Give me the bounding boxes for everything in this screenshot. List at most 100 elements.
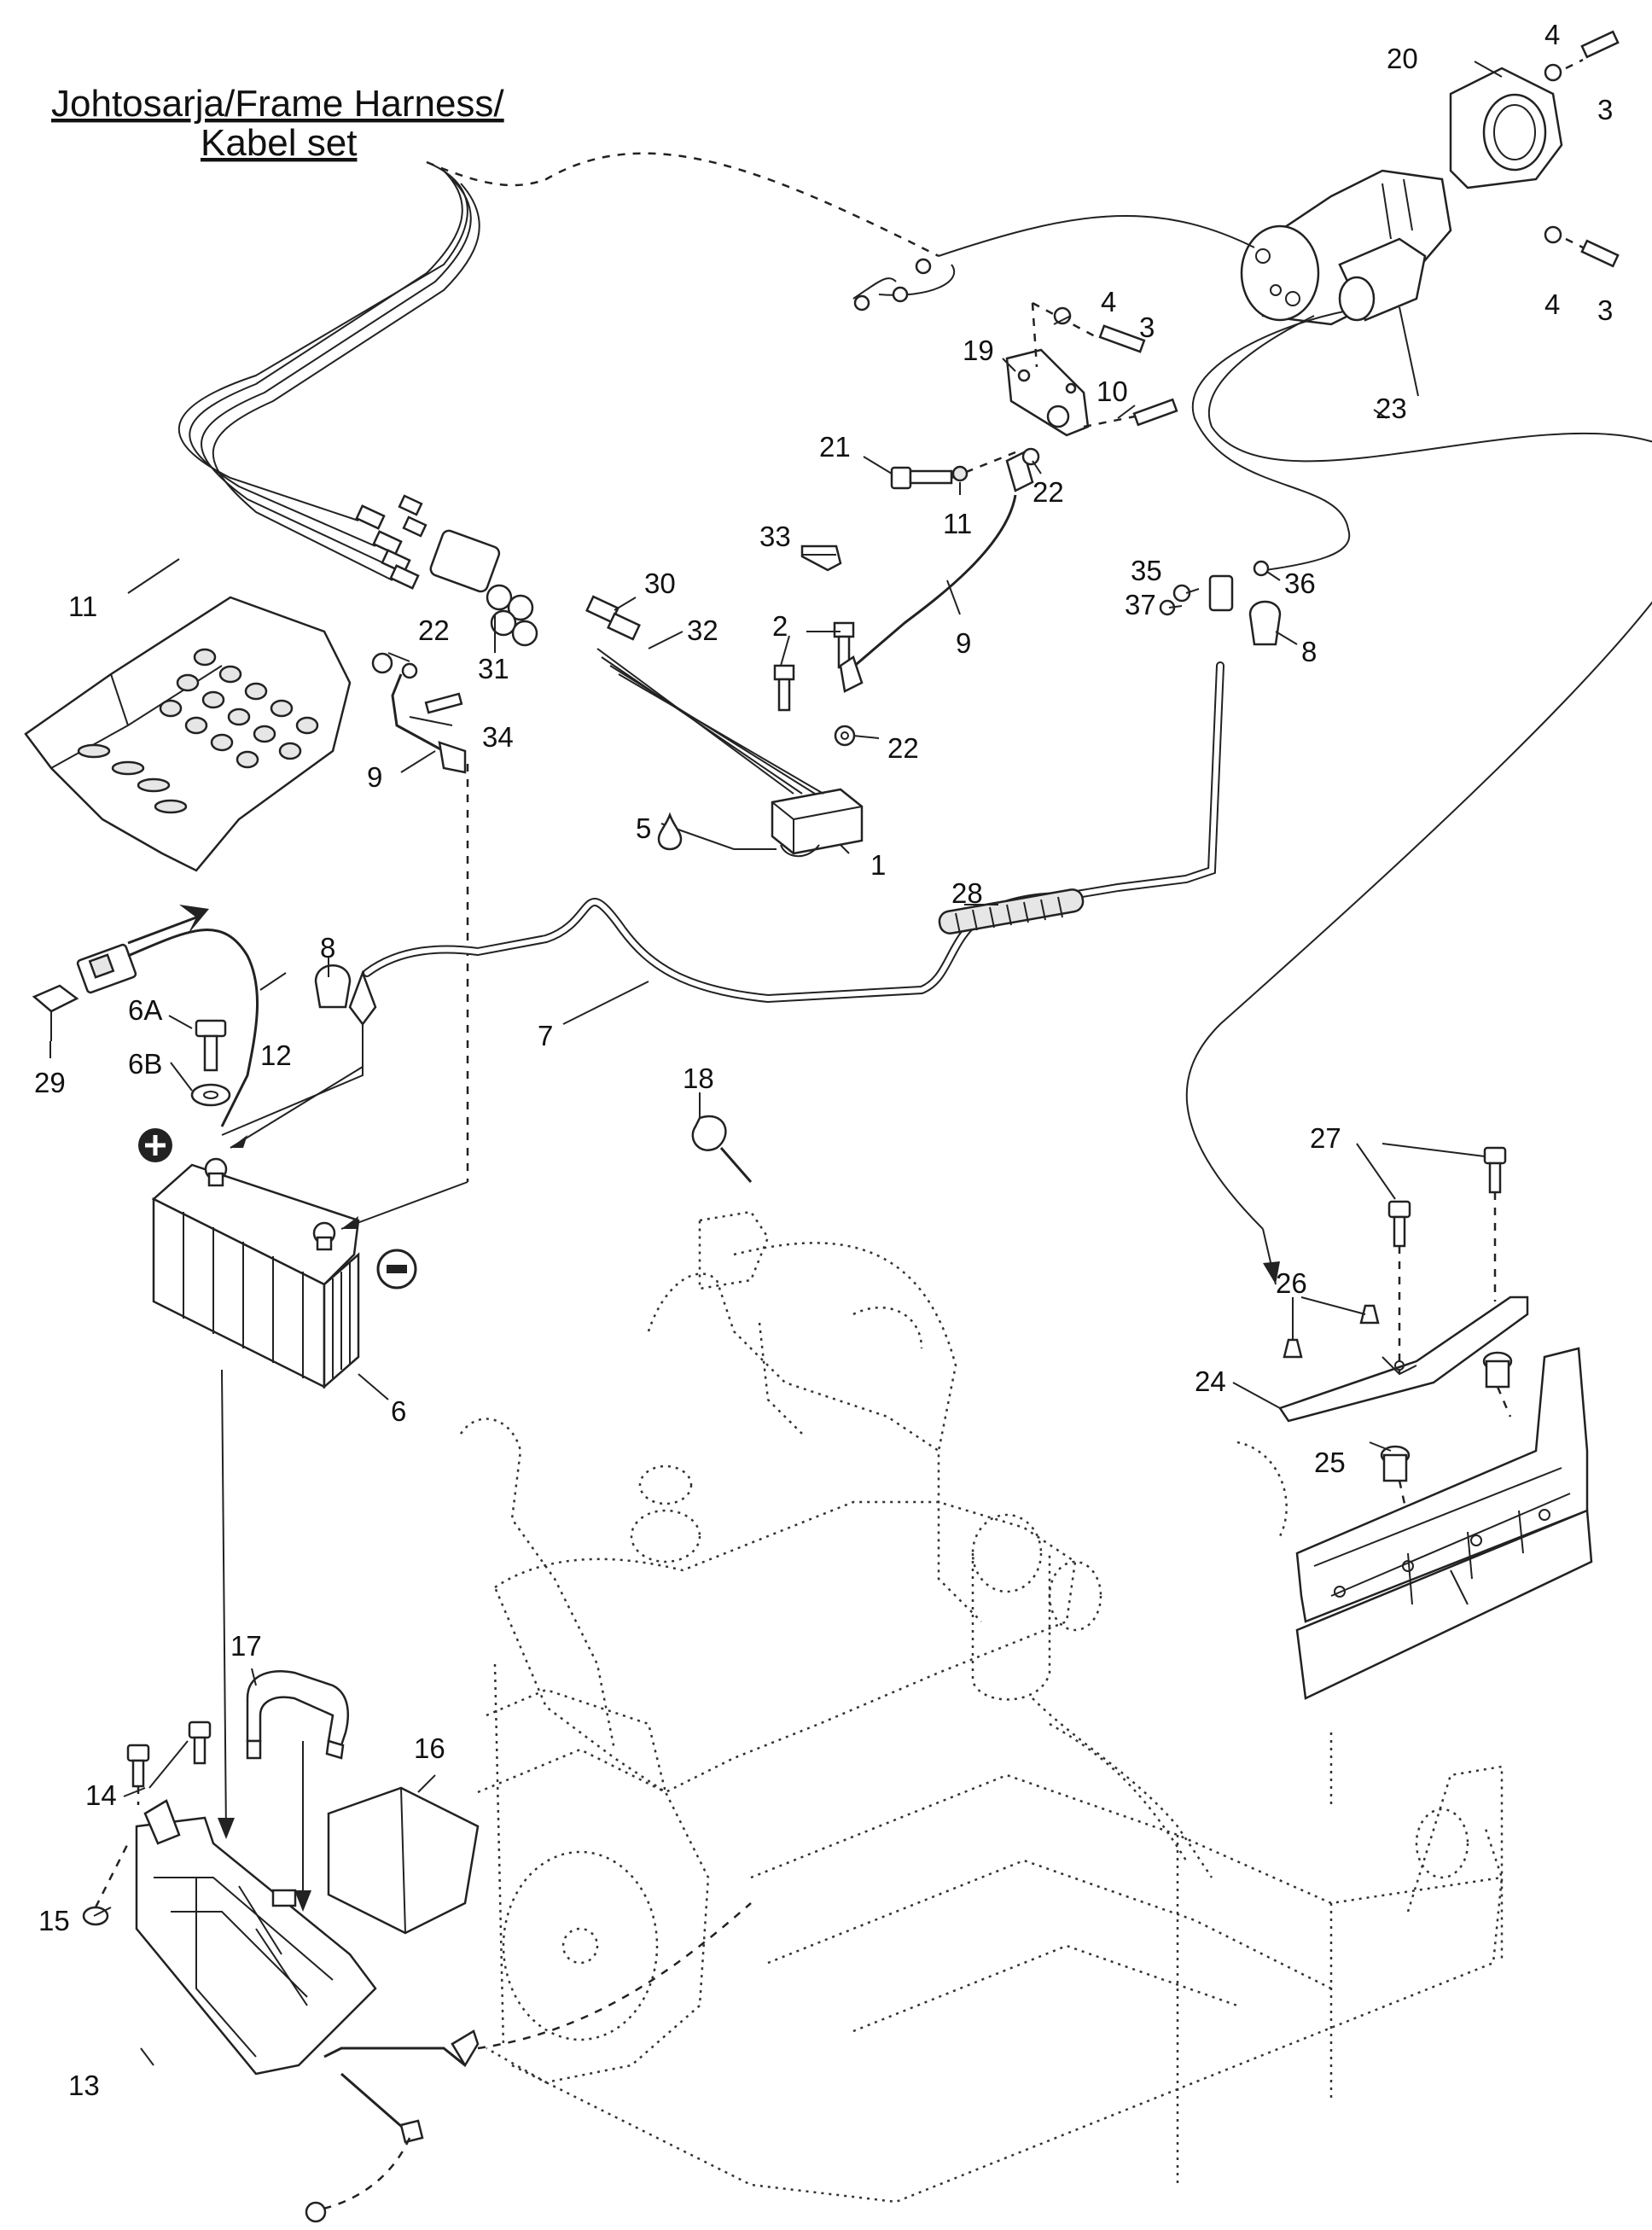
bolts-2 [773, 621, 855, 712]
nut-15 [82, 1843, 130, 1926]
callout-1: 1 [870, 849, 886, 881]
callout-28: 28 [951, 877, 983, 909]
callout-6a: 6A [128, 994, 162, 1026]
callout-26: 26 [1276, 1267, 1307, 1299]
callout-17: 17 [230, 1630, 262, 1662]
rivets-26 [1283, 1304, 1380, 1359]
battery-cover-16 [327, 1786, 480, 1935]
callout-33: 33 [759, 521, 791, 552]
bolt-3-mid [1032, 301, 1146, 353]
starter-fasteners [1544, 30, 1620, 268]
callout-11: 11 [943, 508, 972, 539]
bolts-27 [1387, 1146, 1507, 1374]
shield-holes [77, 648, 319, 814]
bolt-14-left [126, 1744, 150, 1805]
callout-37: 37 [1125, 589, 1156, 620]
grommets-25 [1380, 1351, 1513, 1520]
cable-tie-18 [691, 1115, 753, 1183]
callout-13: 13 [68, 2070, 100, 2101]
starter-cable-end [1159, 560, 1282, 646]
callout-16: 16 [414, 1732, 445, 1764]
callout-22: 22 [1032, 476, 1064, 508]
bolt-6a [195, 1019, 227, 1072]
title-line-2: Kabel set [201, 122, 357, 164]
callout-3: 3 [1139, 312, 1155, 343]
bolt-21 [890, 451, 1016, 490]
callout-9: 9 [367, 761, 382, 793]
ground-strap-9-mid [839, 451, 1034, 693]
regulator-wires-32 [585, 595, 824, 795]
callout-18: 18 [683, 1063, 714, 1094]
callout-19: 19 [963, 335, 994, 366]
washer-22-mid [834, 725, 856, 747]
callout-22: 22 [887, 732, 919, 764]
callout-2: 2 [772, 610, 788, 642]
battery-6 [151, 1157, 360, 1389]
callout-30: 30 [644, 568, 676, 599]
callout-32: 32 [687, 614, 718, 646]
engine-frame-reference [459, 1210, 1504, 2204]
callout-3: 3 [1597, 294, 1613, 326]
battery-box-13 [135, 1799, 377, 2076]
connector-31 [429, 529, 538, 647]
battery-positive-cable-end [221, 964, 377, 1136]
callout-11: 11 [68, 591, 97, 622]
callout-21: 21 [819, 431, 851, 463]
callout-34: 34 [482, 721, 514, 753]
callout-7: 7 [538, 1020, 553, 1051]
callout-31: 31 [478, 653, 509, 684]
callout-15: 15 [38, 1905, 70, 1936]
callout-8: 8 [320, 932, 335, 964]
clip-33 [800, 544, 842, 572]
frame-harness-wires [177, 152, 939, 581]
callout-23: 23 [1376, 393, 1407, 424]
negative-terminal-symbol [376, 1249, 417, 1290]
starter-bracket-20 [1449, 67, 1563, 189]
callout-36: 36 [1284, 568, 1316, 599]
washer-22-upper [1021, 447, 1040, 466]
callout-14: 14 [85, 1779, 117, 1811]
battery-box-bracket [305, 1902, 752, 2223]
callout-24: 24 [1195, 1365, 1226, 1397]
washer-6b [190, 1083, 231, 1107]
ground-strap-9-left [371, 652, 469, 1182]
bolt-14-right [188, 1721, 212, 1765]
leader-lines [49, 61, 1503, 2066]
heat-shield [24, 596, 352, 872]
callout-20: 20 [1387, 43, 1418, 74]
callout-27: 27 [1310, 1122, 1341, 1154]
battery-strap-17 [246, 1670, 350, 1912]
callout-3: 3 [1597, 94, 1613, 125]
starter-cable [1191, 311, 1351, 573]
callout-9: 9 [956, 627, 971, 659]
callout-12: 12 [260, 1039, 292, 1071]
bolt-10 [1083, 398, 1178, 428]
starter-motor-23 [1240, 169, 1452, 326]
title-line-1: Johtosarja/Frame Harness/ [51, 83, 504, 125]
harness-terminals [355, 494, 428, 590]
callout-35: 35 [1131, 555, 1162, 586]
callout-10: 10 [1096, 376, 1128, 407]
callout-4: 4 [1544, 19, 1560, 50]
callout-8: 8 [1301, 636, 1317, 667]
battery-arrows [218, 1066, 468, 1839]
callout-29: 29 [34, 1067, 66, 1098]
callout-4: 4 [1101, 286, 1116, 317]
callout-22: 22 [418, 614, 450, 646]
fuse-holder-12 [76, 905, 259, 1127]
fuse-29 [32, 984, 79, 1041]
callout-6b: 6B [128, 1048, 162, 1080]
nut-11-mid [951, 465, 969, 482]
callout-25: 25 [1314, 1447, 1346, 1478]
regulator-1 [771, 788, 864, 858]
callout-4: 4 [1544, 288, 1560, 320]
bracket-19 [1005, 348, 1090, 437]
callout-labels: 1 2 3 3 3 4 4 4 5 6 6A 6B 7 8 8 9 9 10 1… [34, 19, 1613, 2101]
callout-6: 6 [391, 1395, 406, 1427]
positive-terminal-symbol [138, 1128, 172, 1162]
drop-icon [657, 812, 683, 851]
cable-sleeve-28 [938, 888, 1085, 935]
callout-5: 5 [636, 812, 651, 844]
